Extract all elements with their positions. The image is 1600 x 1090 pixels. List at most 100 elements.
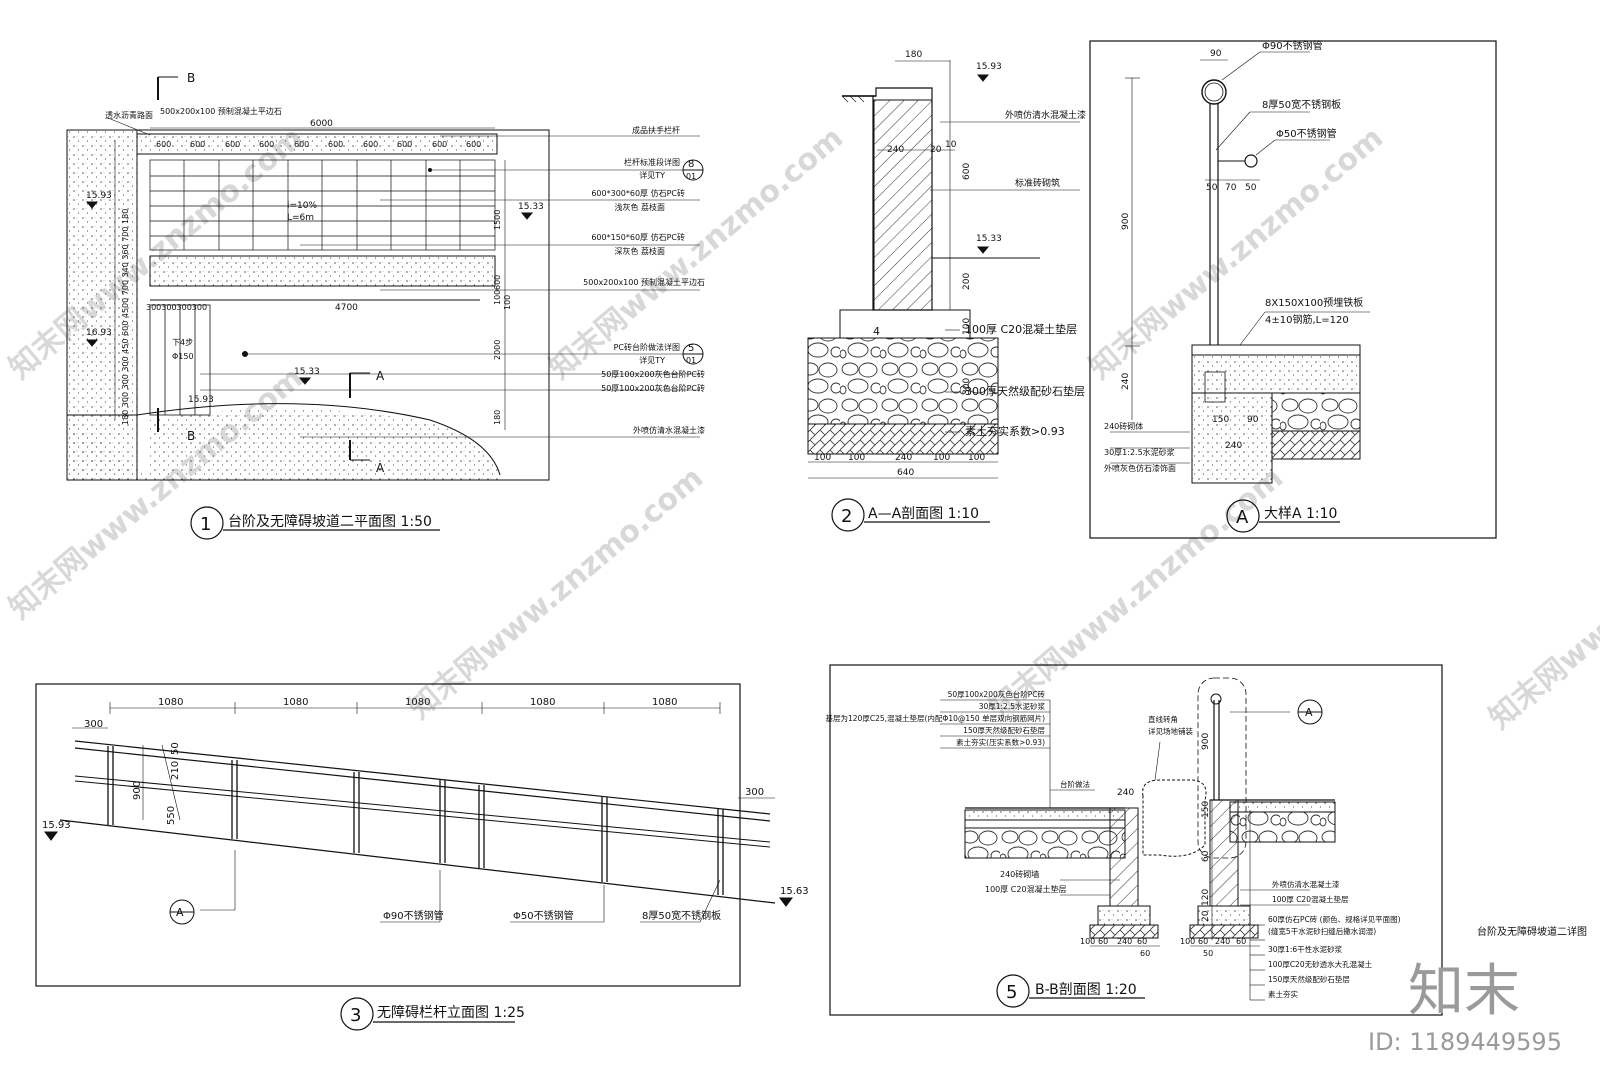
detail-a-callout: 4±10钢筋,L=120 (1265, 313, 1349, 326)
bb-left-gravel (964, 827, 1126, 859)
bb-label-paving: 详见场地铺装 (1148, 726, 1193, 736)
railing-level-end: 15.63 (780, 886, 809, 897)
railing-posts (107, 746, 724, 895)
aa-dim-10: 10 (945, 140, 957, 150)
plan-bottom-ground (67, 408, 500, 480)
plan-left-dims: 180 300 300 300 450 600 4500 700 340 360… (121, 209, 130, 425)
railing-number: 3 (350, 1005, 361, 1026)
plan-grid (149, 159, 496, 251)
detail-a-dim-900: 900 (1121, 213, 1131, 230)
plan-top-cells: 600 600 600 600 600 600 600 600 600 600 (156, 140, 481, 149)
bb-bottom-dim: 100 (1080, 937, 1095, 946)
bb-bottom-dim: 60 (1198, 937, 1208, 946)
plan-dim-300s: 300300300300 (146, 303, 207, 312)
plan-dim-total: 6000 (310, 119, 333, 129)
aa-level-mid: 15.33 (976, 234, 1002, 244)
detail-a-text: 90 900 240 50 70 50 150 90 240 Φ90不锈钢管 8… (1104, 39, 1363, 528)
bb-leaders (940, 699, 1310, 1001)
plan-cell-dim: 600 (156, 140, 171, 149)
railing-ref: A (176, 906, 184, 919)
plan-callout: 外喷仿清水混凝土漆 (633, 425, 705, 435)
plan-marker-b-bottom: B (187, 429, 195, 443)
sheet-title: 台阶及无障碍坡道二详图 (1477, 925, 1587, 938)
plan-label-curbstone: 500x200x100 预制混凝土平边石 (160, 106, 282, 116)
bb-left-wall (1109, 807, 1139, 907)
aa-dim-200: 200 (962, 273, 972, 290)
watermark-text: 知末网www.znzmo.com (403, 460, 710, 726)
bb-ref: A (1305, 706, 1313, 719)
aa-level-top: 15.93 (976, 62, 1002, 72)
detail-a-callout: 8X150X100预埋铁板 (1265, 296, 1363, 309)
bb-left-paving (964, 809, 1126, 821)
railing-level-start: 15.93 (42, 820, 71, 831)
detail-a-dim-150: 150 (1212, 415, 1229, 425)
plan-cell-dim: 600 (363, 140, 378, 149)
aa-dim-top: 180 (905, 50, 922, 60)
aa-callout: 300厚天然级配砂石垫层 (965, 384, 1085, 398)
detail-a-dim-70: 70 (1225, 183, 1237, 193)
bb-top-callouts: 50厚100x200灰色台阶PC砖 30厚1:2.5水泥砂浆 基层为120厚C2… (826, 689, 1046, 747)
plan-marker-a-top: A (376, 369, 385, 383)
bb-label-corner: 直线转角 (1148, 714, 1178, 724)
bb-callout: (缝宽5干水泥砂扫缝后撒水润湿) (1268, 926, 1376, 936)
detail-a-dim-50b: 50 (1245, 183, 1257, 193)
railing-frame (35, 683, 741, 987)
section-bb-frame (829, 664, 1443, 1016)
aa-callout: 素土夯实系数>0.93 (965, 424, 1065, 438)
detail-a-title: 大样A 1:10 (1264, 506, 1337, 522)
plan-callout: 600*150*60厚 仿石PC砖 (591, 232, 685, 242)
plan-cell-dim: 600 (466, 140, 481, 149)
detail-a-callout: 30厚1:2.5水泥砂浆 (1104, 447, 1175, 457)
bb-left-mortar (964, 819, 1126, 829)
plan-step-dia: Φ150 (172, 352, 194, 361)
plan-marker-b-top: B (187, 71, 195, 85)
bb-bottom-dim: 60 (1236, 937, 1246, 946)
railing-span-dim: 1080 (530, 697, 555, 708)
aa-bottom-dim: 100 (968, 453, 985, 463)
plan-cell-dim: 600 (294, 140, 309, 149)
plan-callout: 成品扶手栏杆 (632, 125, 680, 135)
bb-callout: 150厚天然级配砂石垫层 (1268, 974, 1350, 984)
plan-title: 台阶及无障碍坡道二平面图 1:50 (228, 514, 432, 530)
aa-bottom-dims: 100 100 240 100 100 (814, 453, 985, 463)
plan-level-4: 15.93 (188, 395, 214, 405)
aa-leaders (930, 121, 1080, 433)
plan-callout: 50厚100x200灰色台阶PC砖 (601, 383, 705, 393)
detail-a-callout: 外喷灰色仿石漆饰面 (1104, 463, 1176, 473)
bb-right-wall (1209, 799, 1239, 907)
bb-callout: 100厚C20无砂透水大孔混凝土 (1268, 959, 1373, 969)
bb-dim-900: 900 (1201, 733, 1211, 750)
bb-right-gravel (1229, 811, 1336, 843)
aa-gravel-layer (807, 337, 999, 425)
plan-level-2: 16.93 (86, 328, 112, 338)
plan-label-asphalt: 透水沥青路面 (105, 110, 153, 120)
brand-id: ID: 1189449595 (1368, 1028, 1562, 1056)
bb-callout: 150厚天然级配砂石垫层 (963, 725, 1045, 735)
detail-a-letter: A (1236, 507, 1249, 528)
bb-callout: 30厚1:6干性水泥砂浆 (1268, 944, 1343, 954)
bb-callout: 30厚1:2.5水泥砂浆 (979, 701, 1046, 711)
detail-a-brick (1191, 392, 1273, 484)
detail-a-callouts: Φ90不锈钢管 8厚50宽不锈钢板 Φ50不锈钢管 8X150X100预埋铁板 … (1104, 39, 1363, 473)
railing-leaders (200, 850, 721, 923)
section-aa-drawing (807, 60, 1080, 532)
plan-ref2-sheet: 01 (686, 356, 696, 365)
aa-title: A—A剖面图 1:10 (868, 506, 979, 522)
detail-a-gravel (1271, 392, 1361, 432)
plan-left-wall (66, 129, 138, 481)
plan-leaders (107, 117, 700, 438)
railing-title: 无障碍栏杆立面图 1:25 (377, 1005, 525, 1021)
plan-marker-a-bottom: A (376, 461, 385, 475)
railing-spans: 1080 1080 1080 1080 1080 (158, 697, 677, 708)
bb-bottom-dim: 100 (1180, 937, 1195, 946)
railing-callout-50: Φ50不锈钢管 (513, 909, 574, 922)
railing-dim-210: 210 (170, 761, 181, 780)
bb-dim-240: 240 (1117, 788, 1134, 798)
detail-a-frame (1089, 40, 1497, 539)
detail-a-dim-90: 90 (1247, 415, 1259, 425)
plan-cell-dim: 600 (397, 140, 412, 149)
detail-a-callout: 240砖砌体 (1104, 421, 1143, 431)
detail-a-dim-top: 90 (1210, 49, 1222, 59)
plan-dim-180: 180 (493, 410, 502, 425)
railing-dim-550: 550 (166, 806, 177, 825)
